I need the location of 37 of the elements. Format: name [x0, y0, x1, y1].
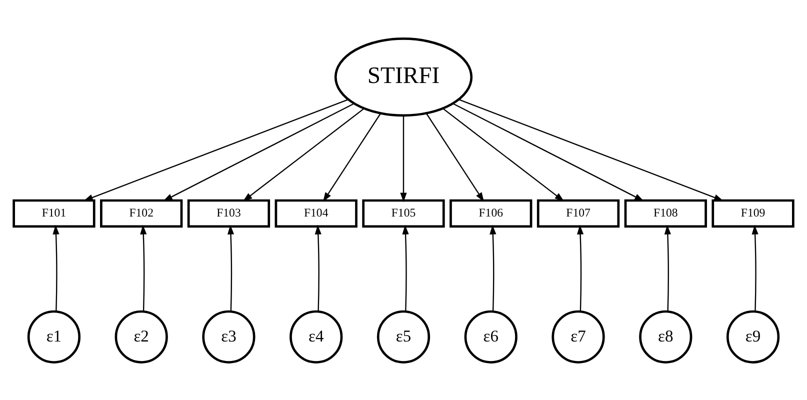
arrow — [577, 224, 584, 311]
node-circle: ε3 — [202, 310, 256, 363]
arrow — [752, 224, 758, 311]
arrow — [52, 224, 60, 311]
node-circle: ε1 — [27, 310, 81, 363]
node-box: F105 — [362, 198, 445, 228]
node-ellipse: STIRFI — [334, 37, 473, 116]
arrow — [458, 98, 724, 200]
node-box: F104 — [274, 198, 358, 228]
node-box: F108 — [624, 198, 707, 228]
arrow — [83, 98, 348, 200]
node-circle: ε5 — [376, 310, 430, 363]
arrow — [140, 224, 147, 311]
arrow — [163, 102, 354, 201]
arrow — [490, 224, 496, 311]
node-box: F102 — [100, 198, 183, 228]
node-circle: ε8 — [639, 310, 692, 363]
arrow — [314, 224, 322, 311]
arrow — [426, 112, 484, 202]
node-box: F101 — [12, 198, 96, 228]
arrow — [227, 224, 234, 311]
node-circle: ε6 — [464, 310, 518, 363]
node-box: F106 — [450, 198, 532, 228]
arrow — [452, 102, 644, 201]
node-circle: ε4 — [290, 310, 343, 363]
node-circle: ε2 — [114, 310, 168, 363]
arrow — [442, 108, 564, 201]
node-box: F107 — [536, 198, 620, 228]
node-box: F109 — [712, 198, 794, 228]
node-circle: ε9 — [726, 310, 780, 363]
arrow — [664, 224, 671, 311]
arrow — [322, 112, 382, 202]
node-box: F103 — [187, 198, 270, 228]
arrow — [242, 108, 364, 201]
node-circle: ε7 — [552, 310, 605, 363]
arrow — [400, 115, 407, 202]
arrow — [402, 224, 409, 311]
